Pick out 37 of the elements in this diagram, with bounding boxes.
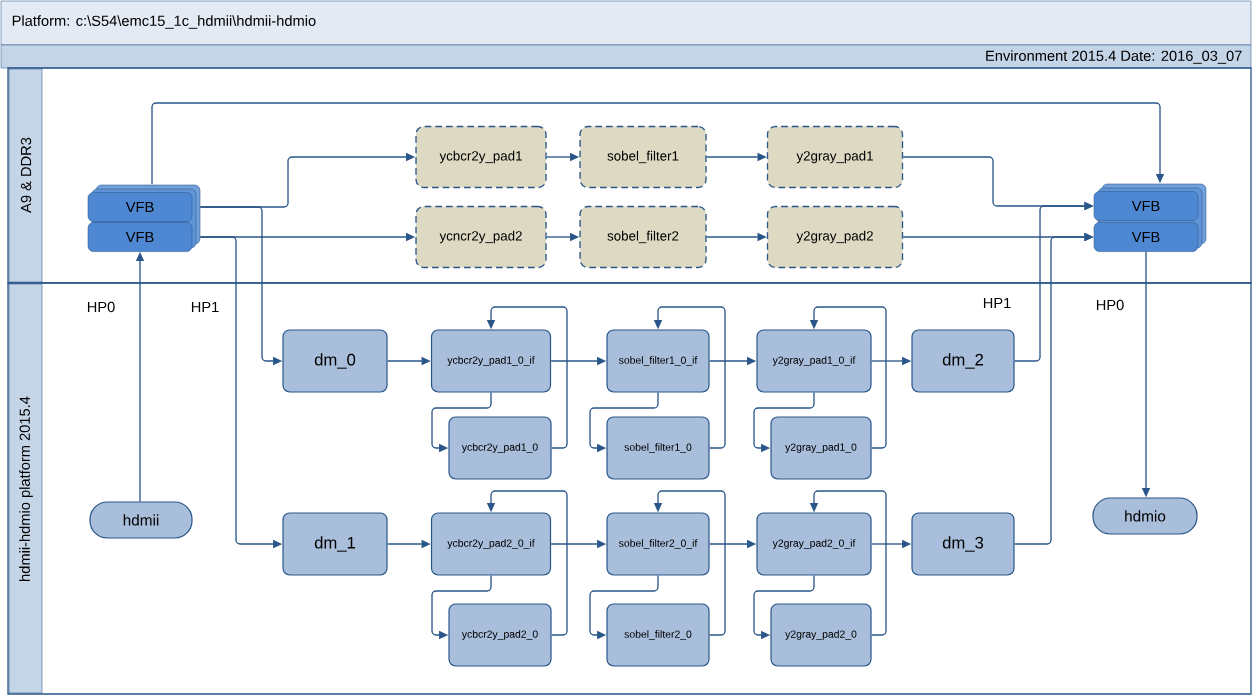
- interface-box: y2gray_pad1_0: [770, 416, 872, 480]
- data-mover-box: dm_0: [282, 329, 388, 393]
- interface-box: ycbcr2y_pad1_0_if: [430, 329, 552, 393]
- header-text: Environment 2015.4 Date: 2016_03_07: [986, 50, 1242, 64]
- port-label: HP1: [983, 297, 1011, 309]
- port-label: HP0: [1096, 299, 1124, 311]
- interface-box: y2gray_pad2_0_if: [756, 512, 872, 576]
- interface-box: sobel_filter1_0_if: [606, 329, 710, 393]
- port-label: HP0: [87, 301, 115, 313]
- accelerator-box: ycncr2y_pad2: [415, 205, 547, 269]
- accelerator-box: sobel_filter2: [579, 205, 707, 269]
- data-mover-box: dm_3: [911, 512, 1015, 576]
- port-terminal: hdmii: [89, 501, 193, 539]
- accelerator-box: ycbcr2y_pad1: [415, 125, 547, 189]
- interface-box: ycbcr2y_pad2_0_if: [430, 512, 552, 576]
- interface-box: ycbcr2y_pad2_0: [448, 603, 552, 667]
- accelerator-box: y2gray_pad1: [766, 125, 904, 189]
- interface-box: sobel_filter2_0: [606, 603, 710, 667]
- buffer-box: VFB: [87, 192, 193, 222]
- interface-box: sobel_filter1_0: [606, 416, 710, 480]
- interface-box: y2gray_pad2_0: [770, 603, 872, 667]
- interface-box: y2gray_pad1_0_if: [756, 329, 872, 393]
- port-label: HP1: [191, 301, 219, 313]
- buffer-box: VFB: [1093, 191, 1199, 221]
- interface-box: sobel_filter2_0_if: [606, 512, 710, 576]
- accelerator-box: y2gray_pad2: [766, 205, 904, 269]
- lane-header: hdmii-hdmio platform 2015.4: [8, 283, 43, 694]
- accelerator-box: sobel_filter1: [579, 125, 707, 189]
- arrow: [151, 102, 1165, 185]
- header-text: Platform: c:\S54\emc15_1c_hdmii\hdmii-hdmio: [12, 15, 316, 29]
- buffer-box: VFB: [87, 222, 193, 252]
- data-mover-box: dm_2: [911, 329, 1015, 393]
- buffer-box: VFB: [1093, 222, 1199, 252]
- port-terminal: hdmio: [1092, 497, 1198, 535]
- data-mover-box: dm_1: [282, 512, 388, 576]
- interface-box: ycbcr2y_pad1_0: [448, 416, 552, 480]
- lane-header: A9 & DDR3: [8, 68, 43, 283]
